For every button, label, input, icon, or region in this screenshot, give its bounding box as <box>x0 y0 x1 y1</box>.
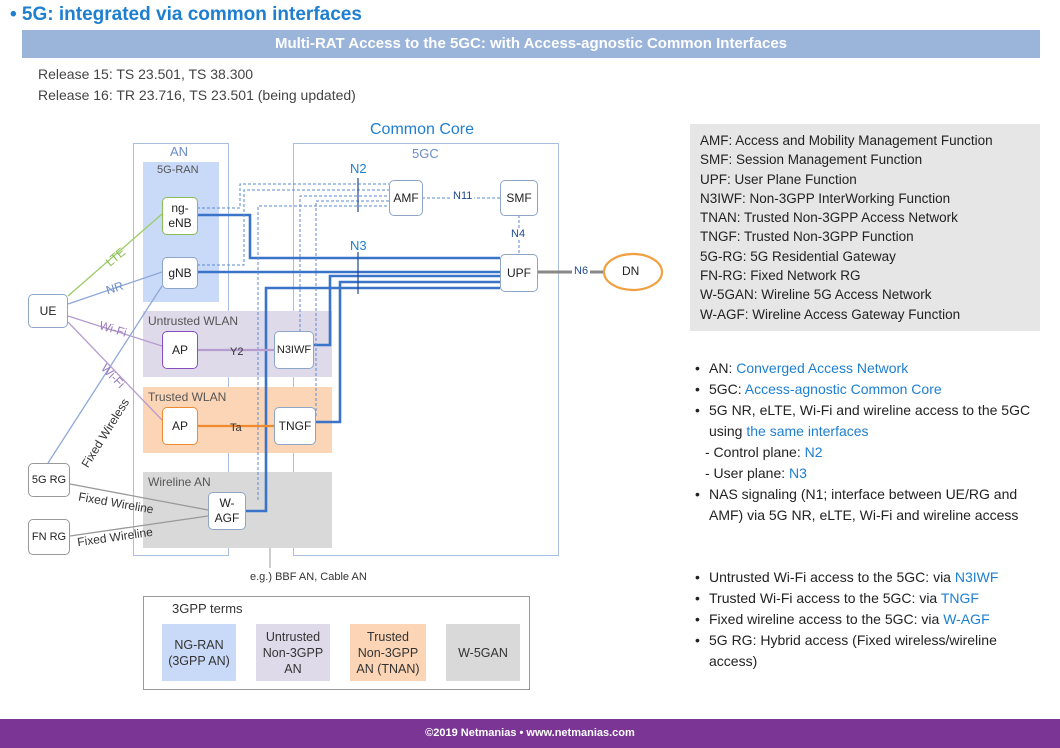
bullet-highlight: W-AGF <box>943 611 990 627</box>
wifi-link-untrusted <box>67 315 163 347</box>
legend-item: AMF: Access and Mobility Management Func… <box>700 133 993 148</box>
legend-item: TNGF: Trusted Non-3GPP Function <box>700 229 914 245</box>
bullet-fixed: Fixed wireline access to the 5GC: via W-… <box>695 609 1040 630</box>
wireline-note: e.g.) BBF AN, Cable AN <box>250 571 367 583</box>
bullet-highlight: N3IWF <box>954 569 999 585</box>
upf-node[interactable]: UPF <box>500 254 538 292</box>
n3-label: N3 <box>350 238 367 253</box>
legend-item: W-AGF: Wireline Access Gateway Function <box>700 306 961 322</box>
legend-item: N3IWF: Non-3GPP InterWorking Function <box>700 190 951 206</box>
n4-label: N4 <box>511 228 526 240</box>
bullet-highlight: Converged Access Network <box>736 360 909 376</box>
n3-lines <box>197 213 500 513</box>
bullet-control-plane: - Control plane: N2 <box>695 442 1040 463</box>
term-ng-ran: NG-RAN (3GPP AN) <box>162 624 236 681</box>
bullet-text: 5G NR, eLTE, Wi-Fi and wireline access t… <box>709 402 1031 439</box>
n2-lines <box>197 183 389 500</box>
bullet-highlight: N3 <box>789 465 807 481</box>
bullet-highlight: Access-agnostic Common Core <box>744 381 942 397</box>
ran-label: 5G-RAN <box>157 164 199 176</box>
bullet-highlight: N2 <box>804 444 823 460</box>
n6-label: N6 <box>572 265 591 277</box>
bullet-highlight: the same interfaces <box>746 423 869 439</box>
lte-link <box>67 213 163 297</box>
ap-trusted-node[interactable]: AP <box>162 407 198 445</box>
release-15-line: Release 15: TS 23.501, TS 38.300 <box>38 66 254 82</box>
term-trusted: Trusted Non-3GPP AN (TNAN) <box>350 624 426 681</box>
legend-item: UPF: User Plane Function <box>700 171 857 187</box>
footer: ©2019 Netmanias • www.netmanias.com <box>0 719 1060 748</box>
rg-5g-node[interactable]: 5G RG <box>28 463 70 497</box>
y2-label: Y2 <box>230 346 244 358</box>
bullet-highlight: TNGF <box>940 590 979 606</box>
legend-item: TNAN: Trusted Non-3GPP Access Network <box>700 210 958 226</box>
bullet-text: Fixed wireline access to the 5GC: via <box>709 611 944 627</box>
legend-item: FN-RG: Fixed Network RG <box>700 268 861 284</box>
bullet-text: AN: <box>709 360 737 376</box>
n11-label: N11 <box>451 190 475 202</box>
amf-node[interactable]: AMF <box>389 180 423 216</box>
slide-title: • 5G: integrated via common interfaces <box>10 4 362 25</box>
bullet-nas: NAS signaling (N1; interface between UE/… <box>695 484 1040 526</box>
fixed-wireline-link-1 <box>69 483 209 511</box>
wireline-label: Wireline AN <box>148 475 211 489</box>
gnb-node[interactable]: gNB <box>162 257 198 289</box>
dn-ellipse <box>602 252 664 292</box>
fixed-wireless-link <box>47 285 163 464</box>
bullet-text: - Control plane: <box>705 444 805 460</box>
ta-label: Ta <box>230 422 242 434</box>
fixed-wireline-link-2 <box>69 515 209 537</box>
trusted-label: Trusted WLAN <box>148 390 227 404</box>
term-untrusted: Untrusted Non-3GPP AN <box>256 624 330 681</box>
ue-node[interactable]: UE <box>28 294 68 328</box>
fn-rg-node[interactable]: FN RG <box>28 519 70 555</box>
dn-label[interactable]: DN <box>622 264 640 278</box>
bullet-rg: 5G RG: Hybrid access (Fixed wireless/wir… <box>695 630 1040 672</box>
bullet-an: AN: Converged Access Network <box>695 358 1040 379</box>
n2-label: N2 <box>350 161 367 176</box>
wifi-link-trusted <box>67 321 163 421</box>
nr-link <box>67 271 163 305</box>
release-16-line: Release 16: TR 23.716, TS 23.501 (being … <box>38 87 356 103</box>
bullet-untrusted: Untrusted Wi-Fi access to the 5GC: via N… <box>695 567 1040 588</box>
term-w-5gan: W-5GAN <box>446 624 520 681</box>
legend-item: 5G-RG: 5G Residential Gateway <box>700 248 896 264</box>
fivegc-label: 5GC <box>412 146 439 161</box>
bullet-5gc: 5GC: Access-agnostic Common Core <box>695 379 1040 400</box>
an-label: AN <box>170 144 189 159</box>
untrusted-label: Untrusted WLAN <box>148 314 239 328</box>
smf-node[interactable]: SMF <box>500 180 538 216</box>
bullet-text: Trusted Wi-Fi access to the 5GC: via <box>709 590 941 606</box>
legend-box: AMF: Access and Mobility Management Func… <box>690 124 1040 331</box>
ng-enb-node[interactable]: ng- eNB <box>162 197 198 235</box>
bullet-text: Untrusted Wi-Fi access to the 5GC: via <box>709 569 955 585</box>
ap-untrusted-node[interactable]: AP <box>162 331 198 369</box>
tngf-node[interactable]: TNGF <box>274 407 316 445</box>
n3iwf-node[interactable]: N3IWF <box>274 331 314 369</box>
bullet-text: - User plane: <box>705 465 790 481</box>
legend-item: W-5GAN: Wireline 5G Access Network <box>700 287 932 303</box>
bullet-access: 5G NR, eLTE, Wi-Fi and wireline access t… <box>695 400 1040 442</box>
bullet-user-plane: - User plane: N3 <box>695 463 1040 484</box>
terms-box <box>143 596 530 690</box>
bullet-text: 5GC: <box>709 381 745 397</box>
bullets-group-1: AN: Converged Access Network 5GC: Access… <box>695 358 1040 526</box>
bullets-group-2: Untrusted Wi-Fi access to the 5GC: via N… <box>695 567 1040 672</box>
terms-title: 3GPP terms <box>172 601 243 616</box>
banner-title: Multi-RAT Access to the 5GC: with Access… <box>22 30 1040 58</box>
bullet-trusted: Trusted Wi-Fi access to the 5GC: via TNG… <box>695 588 1040 609</box>
common-core-title: Common Core <box>370 121 475 138</box>
legend-item: SMF: Session Management Function <box>700 152 923 168</box>
w-agf-node[interactable]: W- AGF <box>208 492 246 530</box>
